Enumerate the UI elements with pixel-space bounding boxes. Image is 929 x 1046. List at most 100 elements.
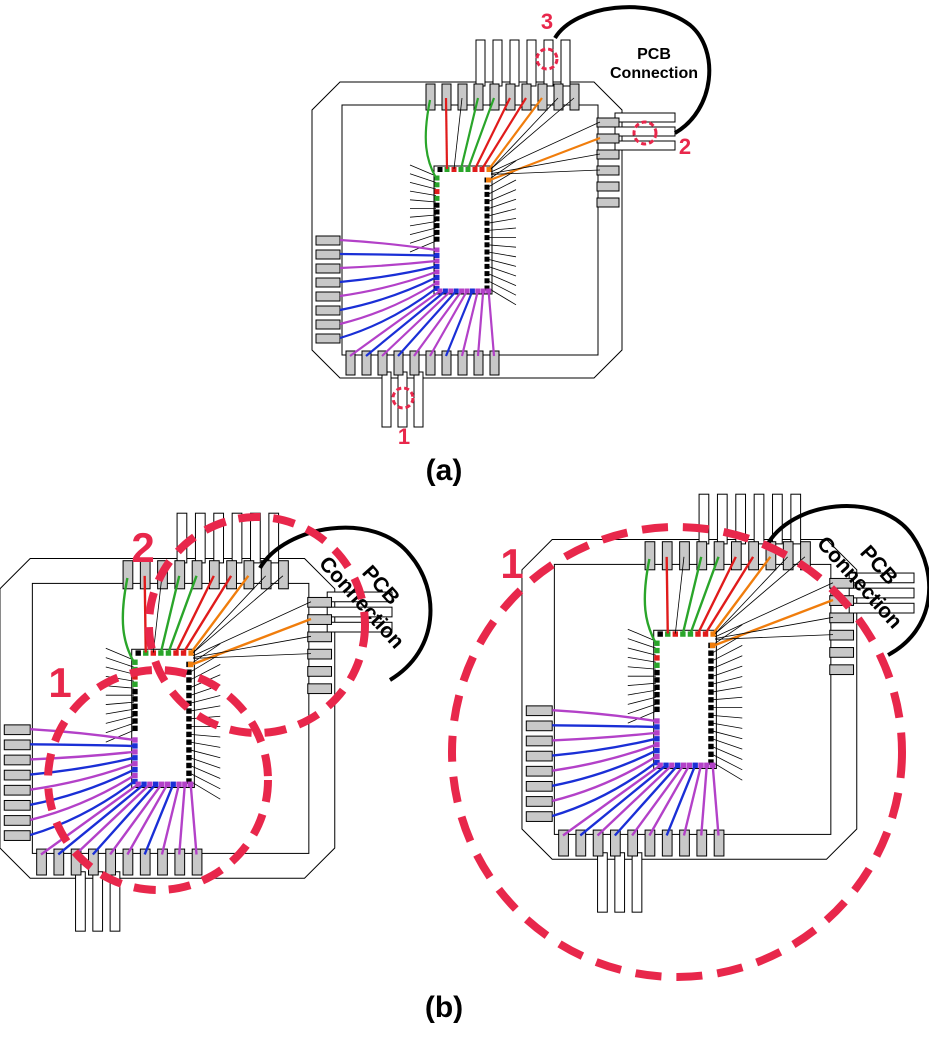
lead-finger <box>525 705 553 717</box>
bond-pad <box>437 288 443 294</box>
panel-b-left-package <box>0 512 393 932</box>
lead-finger <box>3 754 31 766</box>
external-pin <box>231 512 243 564</box>
lead-finger <box>441 350 452 376</box>
lead-finger <box>489 83 500 111</box>
bond-pad <box>672 631 679 637</box>
bond-pad <box>132 710 138 717</box>
marker-circle-1 <box>448 523 906 981</box>
lead-finger <box>307 631 333 643</box>
bond-wire <box>174 575 215 654</box>
lead-finger <box>53 848 65 876</box>
bond-pad <box>434 209 440 215</box>
unbonded-lead-line <box>409 199 437 203</box>
unbonded-lead-line <box>711 665 743 677</box>
lead-finger <box>525 750 553 762</box>
bond-pad <box>132 749 138 755</box>
bond-pad <box>434 286 440 291</box>
unbonded-lead-line <box>189 664 221 681</box>
bond-pad <box>708 728 714 734</box>
marker-label-3: 3 <box>541 9 553 34</box>
bond-wire <box>665 556 669 634</box>
bond-pad <box>686 762 693 768</box>
lead-finger <box>226 560 237 590</box>
unbonded-lead-line <box>189 765 221 779</box>
bond-wire <box>192 575 266 653</box>
bond-pad <box>448 288 454 294</box>
bond-pad <box>708 650 714 656</box>
lead-finger <box>596 117 620 128</box>
unbonded-lead-line <box>627 666 656 670</box>
external-pin <box>326 621 393 633</box>
external-pin <box>75 871 86 932</box>
bond-wire <box>562 764 661 837</box>
bond-wire <box>613 764 679 837</box>
bond-pad <box>165 650 172 656</box>
unbonded-lead-line <box>487 287 517 306</box>
bond-pad <box>654 677 660 683</box>
bond-wire <box>159 575 181 653</box>
lead-finger <box>592 829 604 857</box>
bond-pad <box>152 781 159 787</box>
lead-finger <box>425 350 436 376</box>
bond-pad <box>132 755 138 761</box>
bond-wire <box>552 709 657 723</box>
bond-pad <box>135 650 141 656</box>
unbonded-lead-line <box>105 722 135 734</box>
bond-pad <box>158 781 165 787</box>
lead-finger <box>829 664 855 676</box>
bond-pad <box>434 280 440 286</box>
bond-wire <box>339 276 437 312</box>
unbonded-lead-line <box>711 738 743 750</box>
bond-pad <box>654 748 660 754</box>
bond-wire <box>339 259 437 270</box>
unbonded-lead-line <box>627 689 656 696</box>
external-pin <box>509 39 520 87</box>
unbonded-lead-line <box>189 695 221 704</box>
unbonded-lead-line <box>487 218 517 224</box>
bond-pad <box>708 689 714 695</box>
unbonded-lead-line <box>189 653 221 673</box>
bond-pad <box>484 249 490 255</box>
bond-wire <box>551 755 657 803</box>
bond-wire <box>189 784 198 855</box>
bond-pad <box>187 781 194 787</box>
external-pin <box>413 371 424 428</box>
bond-wire <box>552 737 657 757</box>
bond-pad <box>484 263 490 269</box>
bond-pad <box>654 662 660 668</box>
bond-pad <box>484 256 490 262</box>
lead-finger <box>644 829 656 857</box>
marker-label-2: 2 <box>131 524 154 571</box>
unbonded-lead-line <box>189 643 221 665</box>
lead-finger <box>596 165 620 176</box>
lead-finger <box>315 333 341 344</box>
bond-wire <box>40 783 139 856</box>
unbonded-lead-line <box>409 190 437 196</box>
lead-finger <box>525 780 553 792</box>
marker-circle-1 <box>391 386 415 410</box>
unbonded-lead-line <box>711 645 743 662</box>
bond-wire <box>190 575 250 654</box>
bond-pad <box>484 213 490 219</box>
external-pin <box>848 602 915 614</box>
bond-pad <box>708 673 714 680</box>
bond-pad <box>484 199 490 205</box>
bond-wire <box>643 558 657 644</box>
bond-wire <box>490 153 601 174</box>
bond-pad <box>464 288 470 294</box>
bond-wire <box>339 287 437 340</box>
bond-wire <box>193 601 312 657</box>
bond-pad <box>434 253 440 258</box>
bond-pad <box>669 762 675 768</box>
bond-wire <box>381 290 452 357</box>
lead-finger <box>307 648 333 660</box>
lead-finger <box>730 541 742 571</box>
bond-pad <box>182 781 188 787</box>
bond-wire <box>109 783 163 856</box>
lead-finger <box>525 735 553 747</box>
bond-pad <box>708 736 714 742</box>
lead-finger <box>575 829 587 857</box>
unbonded-lead-line <box>409 221 437 227</box>
pcb-connection-wire <box>553 5 712 135</box>
